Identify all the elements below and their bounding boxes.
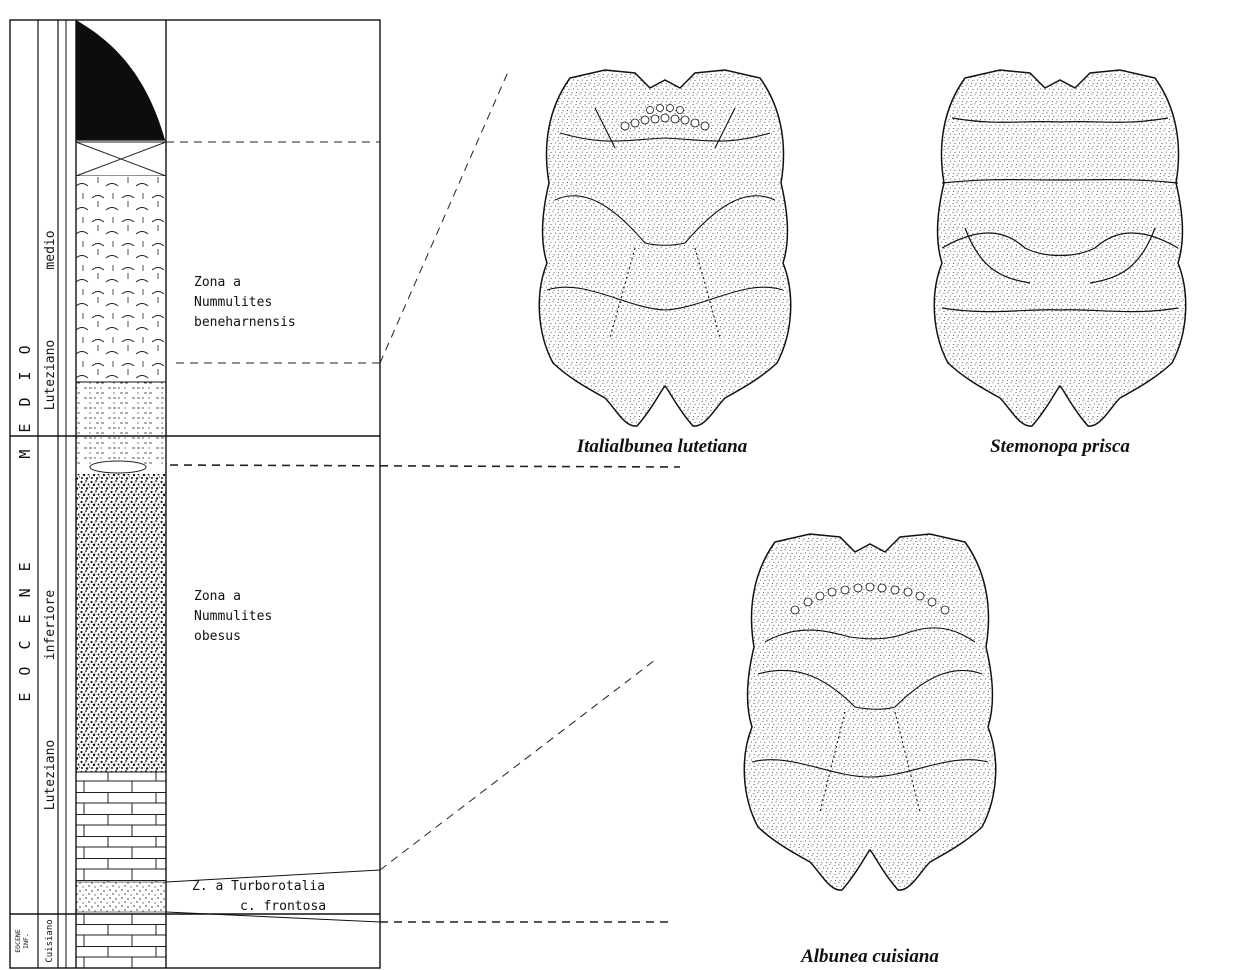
zone-beneharnensis-label: Zona a Nummulites beneharnensis: [194, 275, 296, 330]
stage-upper-stage-label: Luteziano: [43, 340, 58, 410]
svg-text:Zona a: Zona a: [194, 275, 241, 290]
svg-text:Nummulites: Nummulites: [194, 295, 272, 310]
svg-text:Nummulites: Nummulites: [194, 609, 272, 624]
svg-text:Zona a: Zona a: [194, 589, 241, 604]
stage-lower-sub-label: inferiore: [43, 590, 58, 661]
species-label-stemonopa: Stemonopa prisca: [990, 436, 1130, 457]
bottom-era-line2: INF.: [22, 933, 30, 949]
era-lower-label: E O C E N E: [16, 558, 34, 701]
limestone-base-unit: [76, 914, 166, 968]
svg-text:c. frontosa: c. frontosa: [240, 899, 326, 914]
species-label-italialbunea: Italialbunea lutetiana: [576, 436, 748, 457]
marl-unit: [76, 382, 166, 436]
zone-obesus-label: Zona a Nummulites obesus: [194, 589, 272, 644]
stage-lower-stage-label: Luteziano: [43, 740, 58, 810]
nodular-limestone-unit: [76, 176, 166, 382]
stage-upper-sub-label: medio: [43, 230, 58, 269]
bottom-stage-label: Cuisiano: [45, 919, 55, 962]
gap-unit: [76, 142, 166, 176]
sandstone-unit: [76, 882, 166, 912]
svg-text:Z. a Turborotalia: Z. a Turborotalia: [192, 879, 325, 894]
svg-text:obesus: obesus: [194, 629, 241, 644]
species-label-albunea: Albunea cuisiana: [800, 946, 939, 967]
marl-unit-lower: [76, 436, 166, 464]
zone-frontosa-label: Z. a Turborotalia c. frontosa: [192, 879, 326, 914]
limestone-unit: [76, 772, 166, 882]
fossil-albunea: [744, 534, 995, 890]
conglomerate-unit: [76, 474, 166, 772]
black-unit: [76, 20, 165, 140]
fossil-italialbunea: [539, 70, 790, 426]
svg-text:beneharnensis: beneharnensis: [194, 315, 296, 330]
bottom-era-line1: EOCENE: [14, 929, 22, 953]
era-upper-label: M E D I O: [16, 341, 34, 458]
fossil-stemonopa: [934, 70, 1185, 426]
lens-fossil: [90, 461, 146, 473]
stratigraphic-column: M E D I O E O C E N E Luteziano medio in…: [10, 20, 380, 968]
